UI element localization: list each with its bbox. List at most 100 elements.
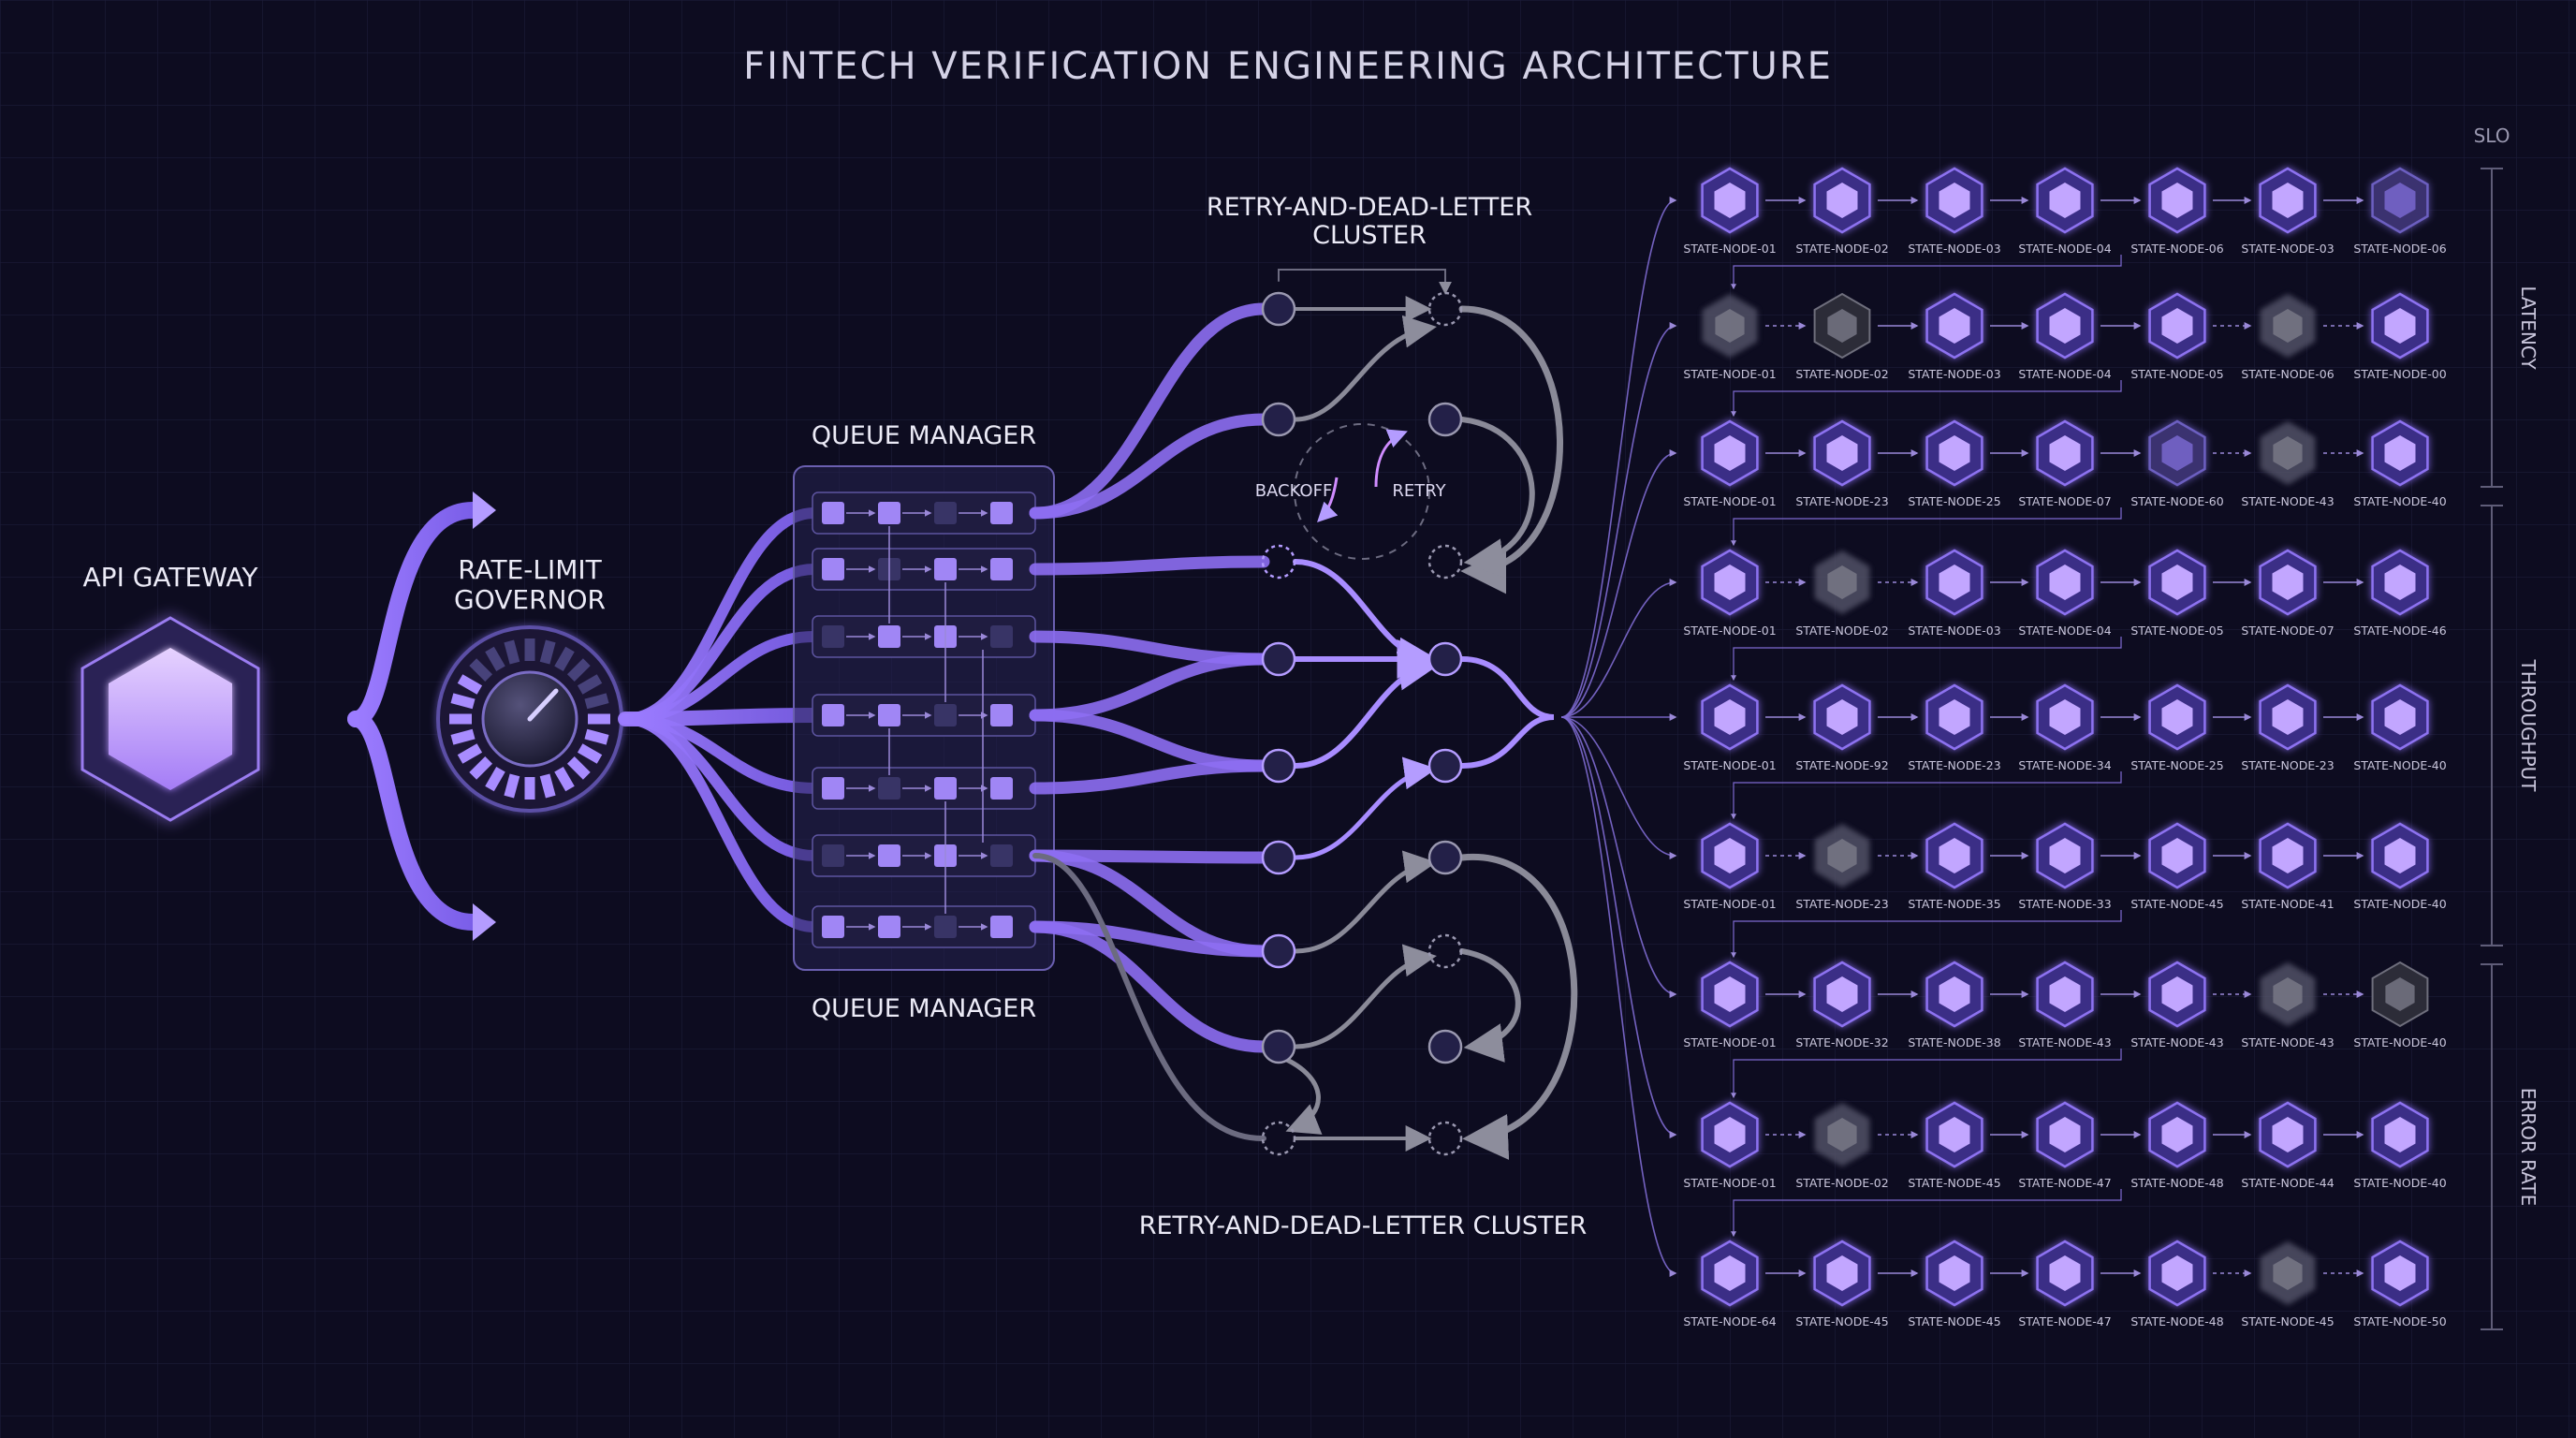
state-node[interactable]: STATE-NODE-03 xyxy=(1908,292,2001,381)
state-node-core xyxy=(1939,565,1970,600)
state-node[interactable]: STATE-NODE-04 xyxy=(2018,167,2112,256)
state-node-core xyxy=(1826,699,1858,735)
state-node[interactable]: STATE-NODE-40 xyxy=(2353,961,2447,1049)
state-node[interactable]: STATE-NODE-00 xyxy=(2353,292,2447,381)
state-node[interactable]: STATE-NODE-45 xyxy=(1795,1240,1889,1328)
state-node[interactable]: STATE-NODE-25 xyxy=(2130,683,2224,772)
state-node[interactable]: STATE-NODE-32 xyxy=(1795,961,1889,1049)
state-node[interactable]: STATE-NODE-01 xyxy=(1683,683,1777,772)
state-node[interactable]: STATE-NODE-41 xyxy=(2241,822,2334,911)
state-node-label: STATE-NODE-01 xyxy=(1683,1176,1776,1190)
queue-manager[interactable]: QUEUE MANAGER QUEUE MANAGER xyxy=(793,421,1055,1023)
retry-link xyxy=(1293,944,1437,1049)
state-node[interactable]: STATE-NODE-43 xyxy=(2241,421,2334,508)
state-node[interactable]: STATE-NODE-04 xyxy=(2018,549,2112,638)
state-node-label: STATE-NODE-60 xyxy=(2130,494,2223,508)
row-wrap-connector xyxy=(1731,1049,2122,1099)
state-node-label: STATE-NODE-45 xyxy=(2130,897,2223,911)
governor-tick xyxy=(450,728,476,745)
state-node[interactable]: STATE-NODE-45 xyxy=(1908,1101,2001,1190)
state-node[interactable]: STATE-NODE-25 xyxy=(1908,419,2001,508)
state-node[interactable]: STATE-NODE-01 xyxy=(1683,549,1777,638)
state-node[interactable]: STATE-NODE-23 xyxy=(1908,683,2001,772)
state-node[interactable]: STATE-NODE-05 xyxy=(2130,549,2224,638)
state-node[interactable]: STATE-NODE-02 xyxy=(1795,292,1889,381)
state-node-label: STATE-NODE-01 xyxy=(1683,494,1776,508)
state-node[interactable]: STATE-NODE-40 xyxy=(2353,683,2447,772)
retry-node xyxy=(1427,641,1463,677)
state-node-label: STATE-NODE-23 xyxy=(1795,494,1888,508)
state-node[interactable]: STATE-NODE-60 xyxy=(2130,419,2224,508)
rate-limit-governor[interactable]: RATE-LIMIT GOVERNOR xyxy=(436,554,623,813)
distribution-line xyxy=(1560,449,1677,718)
state-node[interactable]: STATE-NODE-23 xyxy=(1795,824,1889,911)
state-node[interactable]: STATE-NODE-44 xyxy=(2241,1101,2334,1190)
state-node[interactable]: STATE-NODE-33 xyxy=(2018,822,2112,911)
state-node[interactable]: STATE-NODE-02 xyxy=(1795,1103,1889,1190)
state-node[interactable]: STATE-NODE-40 xyxy=(2353,822,2447,911)
state-node[interactable]: STATE-NODE-02 xyxy=(1795,167,1889,256)
state-node[interactable]: STATE-NODE-38 xyxy=(1908,961,2001,1049)
state-node-core xyxy=(2161,976,2193,1012)
queue-message xyxy=(878,844,900,867)
state-node[interactable]: STATE-NODE-43 xyxy=(2130,961,2224,1049)
queue-message xyxy=(934,558,957,580)
state-node[interactable]: STATE-NODE-03 xyxy=(1908,167,2001,256)
state-node-core xyxy=(2384,1117,2416,1152)
state-node[interactable]: STATE-NODE-04 xyxy=(2018,292,2112,381)
retry-dead-letter-cluster[interactable]: RETRY-AND-DEAD-LETTER CLUSTER RETRY-AND-… xyxy=(1139,193,1588,1240)
state-node[interactable]: STATE-NODE-34 xyxy=(2018,683,2112,772)
state-node[interactable]: STATE-NODE-47 xyxy=(2018,1101,2112,1190)
state-node[interactable]: STATE-NODE-01 xyxy=(1683,1101,1777,1190)
state-node[interactable]: STATE-NODE-35 xyxy=(1908,822,2001,911)
governor-tick-ring xyxy=(449,638,610,800)
row-wrap-connector xyxy=(1731,380,2122,418)
state-node-core xyxy=(2049,308,2081,344)
state-node[interactable]: STATE-NODE-45 xyxy=(2130,822,2224,911)
state-node[interactable]: STATE-NODE-48 xyxy=(2130,1101,2224,1190)
state-node[interactable]: STATE-NODE-01 xyxy=(1683,294,1777,381)
state-node-label: STATE-NODE-02 xyxy=(1795,624,1888,638)
state-node[interactable]: STATE-NODE-03 xyxy=(1908,549,2001,638)
state-node[interactable]: STATE-NODE-06 xyxy=(2353,167,2447,256)
state-node-core xyxy=(1714,1117,1746,1152)
state-node[interactable]: STATE-NODE-23 xyxy=(2241,683,2334,772)
state-node-label: STATE-NODE-01 xyxy=(1683,897,1776,911)
state-node[interactable]: STATE-NODE-01 xyxy=(1683,822,1777,911)
state-node[interactable]: STATE-NODE-01 xyxy=(1683,961,1777,1049)
state-node[interactable]: STATE-NODE-05 xyxy=(2130,292,2224,381)
state-node[interactable]: STATE-NODE-40 xyxy=(2353,419,2447,508)
slo-band-label: LATENCY xyxy=(2517,286,2539,370)
state-node[interactable]: STATE-NODE-01 xyxy=(1683,419,1777,508)
state-node[interactable]: STATE-NODE-46 xyxy=(2353,549,2447,638)
queue-message xyxy=(990,704,1013,726)
retry-link xyxy=(1293,756,1437,860)
state-node[interactable]: STATE-NODE-07 xyxy=(2018,419,2112,508)
state-node[interactable]: STATE-NODE-07 xyxy=(2241,549,2334,638)
state-node[interactable]: STATE-NODE-40 xyxy=(2353,1101,2447,1190)
state-node[interactable]: STATE-NODE-43 xyxy=(2018,961,2112,1049)
state-node[interactable]: STATE-NODE-06 xyxy=(2130,167,2224,256)
state-node[interactable]: STATE-NODE-45 xyxy=(2241,1241,2334,1328)
api-gateway[interactable]: API GATEWAY xyxy=(80,562,260,822)
state-node-label: STATE-NODE-43 xyxy=(2018,1035,2111,1049)
state-node[interactable]: STATE-NODE-01 xyxy=(1683,167,1777,256)
state-node[interactable]: STATE-NODE-43 xyxy=(2241,962,2334,1049)
state-node-label: STATE-NODE-43 xyxy=(2241,494,2334,508)
state-node-core xyxy=(1939,976,1970,1012)
queue-message xyxy=(990,625,1013,648)
governor-tick xyxy=(457,674,483,695)
state-node[interactable]: STATE-NODE-64 xyxy=(1683,1240,1777,1328)
state-node[interactable]: STATE-NODE-02 xyxy=(1795,550,1889,638)
state-node[interactable]: STATE-NODE-06 xyxy=(2241,294,2334,381)
state-node[interactable]: STATE-NODE-48 xyxy=(2130,1240,2224,1328)
state-node[interactable]: STATE-NODE-50 xyxy=(2353,1240,2447,1328)
state-node[interactable]: STATE-NODE-45 xyxy=(1908,1240,2001,1328)
state-node-label: STATE-NODE-25 xyxy=(2130,758,2223,772)
state-node[interactable]: STATE-NODE-23 xyxy=(1795,419,1889,508)
state-node-label: STATE-NODE-03 xyxy=(1908,624,2000,638)
governor-tick xyxy=(469,658,493,682)
state-node[interactable]: STATE-NODE-92 xyxy=(1795,683,1889,772)
state-node[interactable]: STATE-NODE-47 xyxy=(2018,1240,2112,1328)
state-node[interactable]: STATE-NODE-03 xyxy=(2241,167,2334,256)
